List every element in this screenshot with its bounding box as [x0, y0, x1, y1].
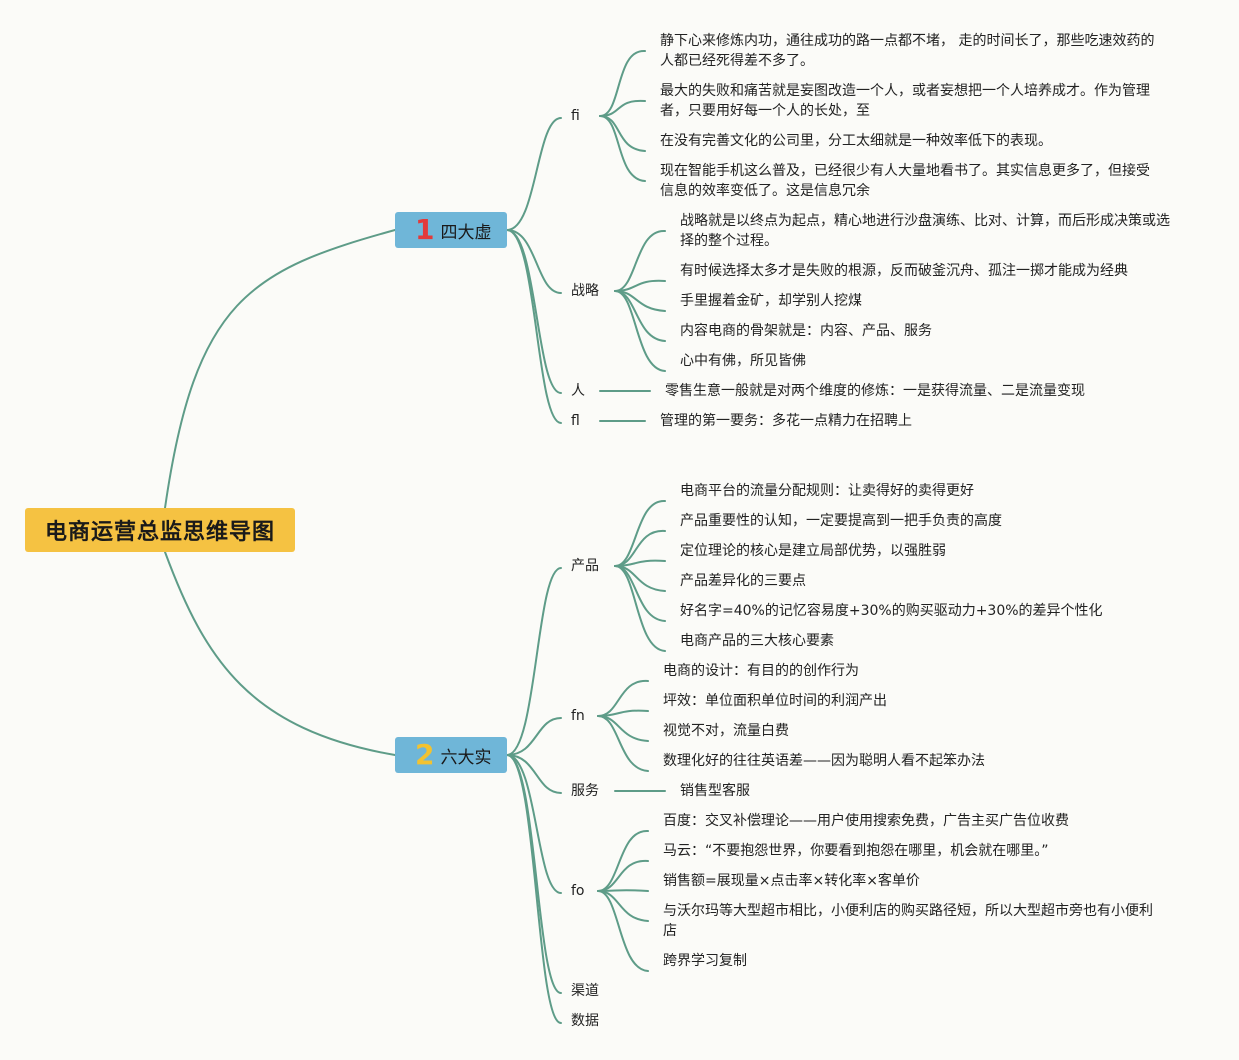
leaf-node-1-1-1[interactable]: 静下心来修炼内功，通往成功的路一点都不堵， 走的时间长了，那些吃速效药的人都已经… — [660, 33, 1155, 69]
connector-leaf-2-4-2 — [597, 859, 649, 892]
branch-node-1[interactable]: 1 四大虚 — [395, 212, 507, 248]
leaf-node-2-2-3[interactable]: 视觉不对，流量白费 — [663, 723, 789, 739]
connector-leaf-2-1-5 — [614, 565, 666, 622]
leaf-node-1-1-3[interactable]: 在没有完善文化的公司里，分工太细就是一种效率低下的表现。 — [660, 133, 1052, 149]
connector-leaf-1-2-1 — [614, 229, 666, 292]
sub-node-2-3[interactable]: 服务 — [571, 783, 599, 799]
leaf-node-2-4-1[interactable]: 百度：交叉补偿理论——用户使用搜索免费，广告主买广告位收费 — [663, 813, 1069, 829]
leaf-node-1-2-1[interactable]: 战略就是以终点为起点，精心地进行沙盘演练、比对、计算，而后形成决策或选择的整个过… — [680, 213, 1170, 249]
sub-node-2-2[interactable]: fn — [571, 708, 585, 724]
connector-branch1-sub4 — [506, 229, 562, 424]
sub-node-1-4[interactable]: fl — [571, 413, 580, 429]
sub-node-1-2[interactable]: 战略 — [571, 283, 599, 299]
connector-leaf-2-2-4 — [597, 715, 649, 772]
leaf-node-1-3-1[interactable]: 零售生意一般就是对两个维度的修炼：一是获得流量、二是流量变现 — [665, 383, 1085, 399]
leaf-node-2-1-5[interactable]: 好名字=40%的记忆容易度+30%的购买驱动力+30%的差异个性化 — [680, 603, 1103, 619]
connector-leaf-2-4-3 — [597, 889, 649, 892]
sub-node-1-3[interactable]: 人 — [571, 383, 585, 399]
connector-root-branch-1 — [164, 229, 396, 509]
connector-leaf-1-2-5 — [614, 290, 666, 372]
branch-node-2[interactable]: 2 六大实 — [395, 737, 507, 773]
leaf-node-2-2-4[interactable]: 数理化好的往往英语差——因为聪明人看不起笨办法 — [663, 753, 985, 769]
connector-branch2-sub2 — [506, 717, 562, 756]
leaf-node-2-1-3[interactable]: 定位理论的核心是建立局部优势，以强胜弱 — [680, 543, 946, 559]
leaf-node-1-2-4[interactable]: 内容电商的骨架就是：内容、产品、服务 — [680, 323, 932, 339]
leaf-node-2-4-4[interactable]: 与沃尔玛等大型超市相比，小便利店的购买路径短，所以大型超市旁也有小便利店 — [663, 903, 1153, 939]
connector-leaf-2-1-6 — [614, 565, 666, 652]
connector-leaf-1-2-4 — [614, 290, 666, 342]
leaf-node-2-1-6[interactable]: 电商产品的三大核心要素 — [680, 633, 834, 649]
connector-leaf-1-1-4 — [599, 115, 646, 182]
leaf-node-2-2-2[interactable]: 坪效：单位面积单位时间的利润产出 — [663, 693, 887, 709]
connector-branch2-sub4 — [506, 754, 562, 894]
connector-leaf-1-1-3 — [599, 115, 646, 152]
connector-leaf-2-1-1 — [614, 499, 666, 567]
connector-branch1-sub1 — [506, 117, 562, 231]
sub-node-2-4[interactable]: fo — [571, 883, 585, 899]
connector-branch2-sub1 — [506, 567, 562, 756]
leaf-node-2-2-1[interactable]: 电商的设计：有目的的创作行为 — [663, 663, 859, 679]
leaf-node-2-1-1[interactable]: 电商平台的流量分配规则：让卖得好的卖得更好 — [680, 483, 974, 499]
leaf-node-2-4-5[interactable]: 跨界学习复制 — [663, 953, 747, 969]
connector-leaf-1-1-2 — [599, 99, 646, 117]
leaf-node-1-1-4[interactable]: 现在智能手机这么普及，已经很少有人大量地看书了。其实信息更多了，但接受信息的效率… — [660, 163, 1150, 199]
connector-branch1-sub2 — [506, 229, 562, 294]
connector-leaf-2-4-1 — [597, 829, 649, 892]
leaf-node-2-4-2[interactable]: 马云：“不要抱怨世界，你要看到抱怨在哪里，机会就在哪里。” — [663, 843, 1049, 859]
branch-number-1: 1 — [415, 213, 435, 246]
leaf-node-1-2-5[interactable]: 心中有佛，所见皆佛 — [680, 353, 806, 369]
branch-label-1: 四大虚 — [440, 222, 492, 243]
sub-node-2-5[interactable]: 渠道 — [571, 983, 599, 999]
sub-node-2-6[interactable]: 数据 — [571, 1013, 599, 1029]
leaf-node-1-2-2[interactable]: 有时候选择太多才是失败的根源，反而破釜沉舟、孤注一掷才能成为经典 — [680, 263, 1128, 279]
connector-leaf-2-4-5 — [597, 890, 649, 972]
branch-number-2: 2 — [415, 738, 435, 771]
root-node[interactable]: 电商运营总监思维导图 — [25, 508, 295, 552]
leaf-node-2-3-1[interactable]: 销售型客服 — [680, 783, 750, 799]
connector-leaf-1-1-1 — [599, 49, 646, 117]
leaf-node-1-1-2[interactable]: 最大的失败和痛苦就是妄图改造一个人，或者妄想把一个人培养成才。作为管理者，只要用… — [660, 83, 1150, 119]
leaf-node-1-2-3[interactable]: 手里握着金矿，却学别人挖煤 — [680, 293, 862, 309]
branch-label-2: 六大实 — [440, 747, 492, 768]
connector-root-branch-2 — [164, 551, 396, 756]
leaf-node-2-1-4[interactable]: 产品差异化的三要点 — [680, 573, 806, 589]
sub-node-2-1[interactable]: 产品 — [571, 558, 599, 574]
connector-branch2-sub6 — [506, 754, 562, 1024]
connector-branch2-sub3 — [506, 754, 562, 794]
leaf-node-2-4-3[interactable]: 销售额=展现量×点击率×转化率×客单价 — [663, 873, 920, 889]
leaf-node-1-4-1[interactable]: 管理的第一要务：多花一点精力在招聘上 — [660, 413, 912, 429]
connector-leaf-1-2-2 — [614, 279, 666, 292]
sub-node-1-1[interactable]: fi — [571, 108, 580, 124]
leaf-node-2-1-2[interactable]: 产品重要性的认知，一定要提高到一把手负责的高度 — [680, 513, 1002, 529]
